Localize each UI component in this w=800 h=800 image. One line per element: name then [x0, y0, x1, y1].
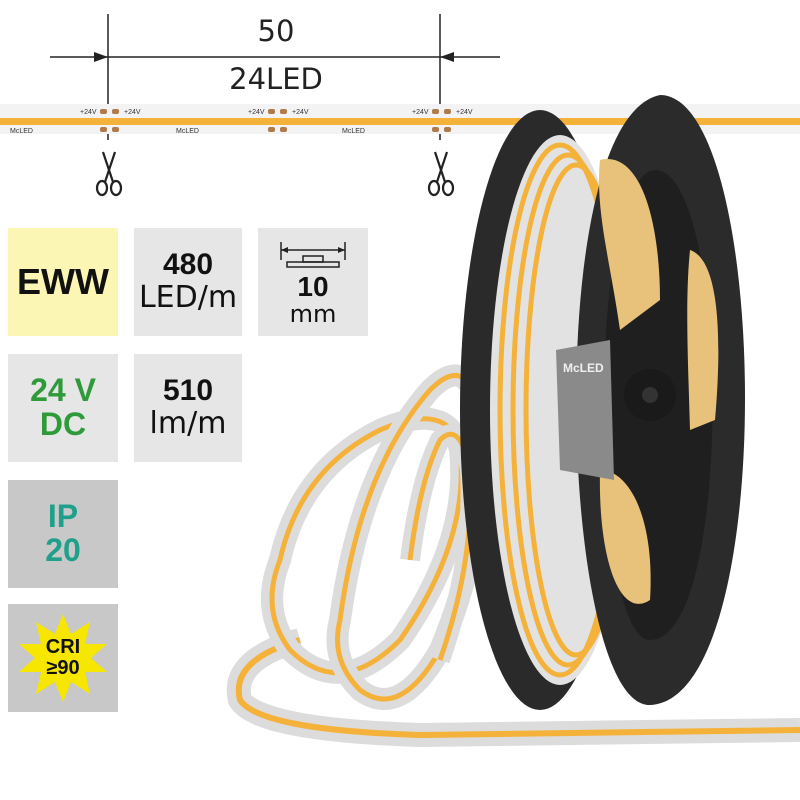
flux-unit: lm/m [149, 405, 227, 441]
left-arrow-icon [94, 52, 108, 62]
reel-label: McLED [556, 340, 614, 480]
scissors-icon [427, 151, 455, 197]
strip-voltage-mark: +24V [292, 109, 309, 116]
color-temp-tile: EWW [8, 228, 118, 336]
strip-brand-mark: McLED [10, 128, 33, 135]
strip-voltage-mark: +24V [124, 109, 141, 116]
width-tile: 10 mm [258, 228, 368, 336]
strip-voltage-mark: +24V [80, 109, 97, 116]
voltage-type: DC [39, 406, 87, 442]
cri-tile: CRI ≥90 [8, 604, 118, 712]
width-value: 10 [297, 271, 329, 303]
strip-brand-mark: McLED [342, 128, 365, 135]
starburst-icon [19, 614, 107, 702]
led-count-label: 24LED [229, 62, 323, 96]
strip-brand-mark: McLED [176, 128, 199, 135]
ip-rating-tile: IP 20 [8, 480, 118, 588]
strip-width-icon [280, 242, 346, 269]
strip-voltage-mark: +24V [248, 109, 265, 116]
voltage-tile: 24 V DC [8, 354, 118, 462]
length-label: 50 [257, 14, 295, 48]
reel-brand: McLED [563, 361, 604, 375]
density-value: 480 [162, 248, 214, 281]
density-unit: LED/m [138, 279, 238, 315]
cri-value: ≥90 [46, 657, 80, 679]
density-tile: 480 LED/m [134, 228, 242, 336]
reel-window [687, 250, 719, 430]
strip-voltage-mark: +24V [456, 109, 473, 116]
voltage-value: 24 V [30, 372, 96, 409]
ip-label: IP [47, 498, 79, 535]
right-arrow-icon [440, 52, 454, 62]
reel-window [599, 470, 651, 604]
scissors-icon [95, 151, 123, 197]
color-temp-label: EWW [17, 261, 109, 303]
cri-label: CRI [45, 636, 81, 658]
flux-value: 510 [162, 374, 214, 407]
reel-window [599, 159, 660, 330]
width-unit: mm [289, 299, 337, 328]
cob-led-line [0, 118, 800, 125]
led-strip-reel: McLED [226, 95, 800, 748]
luminous-flux-tile: 510 lm/m [134, 354, 242, 462]
solder-pads [100, 109, 451, 132]
ip-value: 20 [45, 532, 81, 568]
strip-voltage-mark: +24V [412, 109, 429, 116]
